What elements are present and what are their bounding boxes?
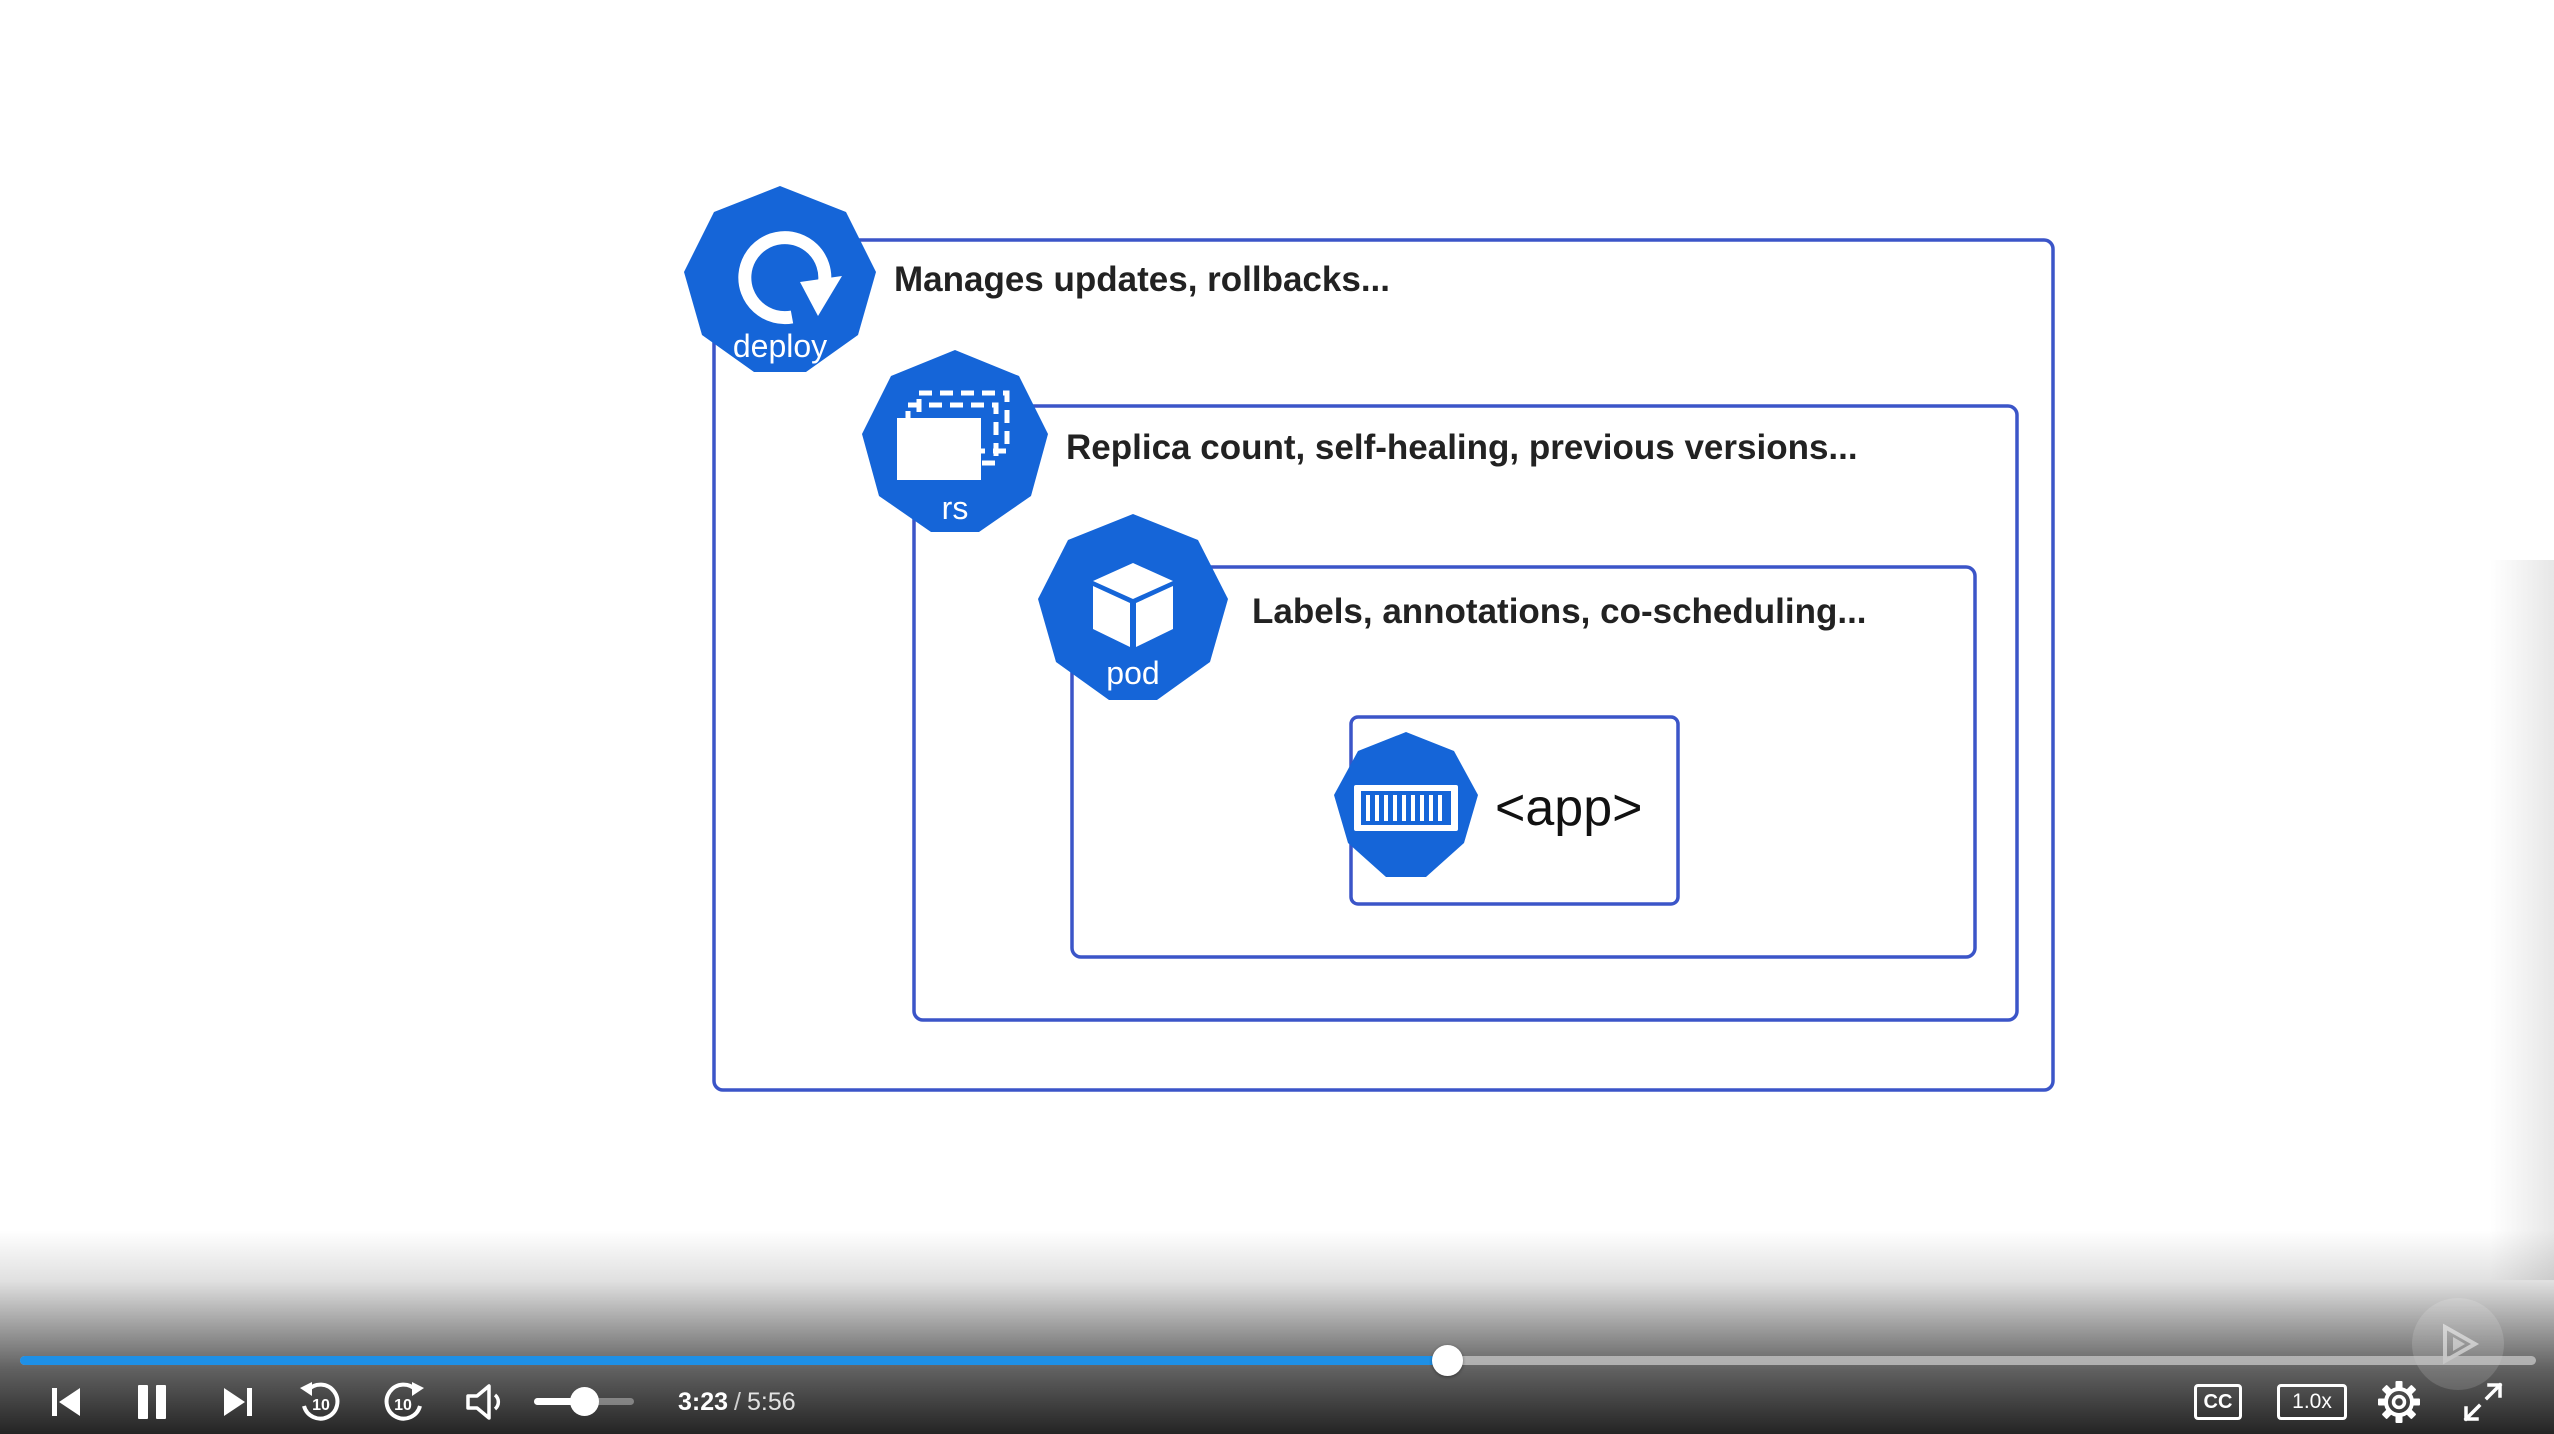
app-label: <app> [1495,779,1643,837]
settings-button[interactable] [2374,1376,2424,1428]
gear-icon [2378,1381,2420,1423]
pause-button[interactable] [128,1376,176,1428]
progress-handle[interactable] [1431,1345,1463,1376]
rs-badge: rs [862,350,1048,532]
pod-box [1070,565,1977,959]
replicaset-stack-icon [897,390,1010,480]
rs-caption: Replica count, self-healing, previous ve… [1066,428,1858,467]
playback-speed-button[interactable]: 1.0x [2275,1376,2349,1428]
current-time: 3:23 [678,1388,729,1416]
svg-text:10: 10 [312,1397,330,1414]
cc-label: CC [2194,1384,2242,1420]
progress-fill [20,1356,1447,1365]
volume-slider[interactable] [534,1387,634,1416]
captions-button[interactable]: CC [2192,1376,2244,1428]
slide-edge-shadow [2490,560,2554,1280]
previous-button[interactable] [44,1376,88,1428]
cube-icon [1093,563,1173,647]
pod-caption: Labels, annotations, co-scheduling... [1252,592,1867,631]
forward-10-button[interactable]: 10 [378,1376,430,1428]
time-separator: / [734,1388,741,1416]
pod-badge: pod [1038,514,1228,700]
volume-icon [466,1384,501,1420]
progress-bar[interactable] [20,1345,2536,1376]
deploy-box [712,238,2055,1092]
play-logo-icon [2412,1298,2504,1390]
volume-button[interactable] [462,1376,512,1428]
deploy-badge: deploy [684,186,876,372]
volume-handle[interactable] [570,1387,599,1416]
container-badge [1334,732,1478,877]
player-controls-overlay [0,1230,2554,1434]
time-display: 3:23/5:56 [678,1384,796,1420]
svg-text:10: 10 [394,1397,412,1414]
duration: 5:56 [747,1388,796,1416]
rotate-arrow-icon [738,231,842,325]
skip-next-icon [224,1388,252,1416]
volume-fill [534,1398,584,1405]
rewind-10-button[interactable]: 10 [294,1376,346,1428]
rs-box [912,404,2019,1022]
rs-badge-label: rs [942,490,969,526]
next-button[interactable] [216,1376,260,1428]
deploy-badge-label: deploy [733,328,827,364]
speed-label: 1.0x [2277,1384,2347,1420]
skip-previous-icon [52,1388,80,1416]
container-icon [1354,785,1458,831]
forward-10-icon: 10 [384,1382,424,1421]
fullscreen-button[interactable] [2458,1376,2508,1428]
rewind-10-icon: 10 [300,1382,340,1421]
pause-icon [138,1385,166,1419]
pod-badge-label: pod [1106,655,1159,691]
deploy-caption: Manages updates, rollbacks... [894,260,1390,299]
fullscreen-icon [2463,1382,2503,1422]
